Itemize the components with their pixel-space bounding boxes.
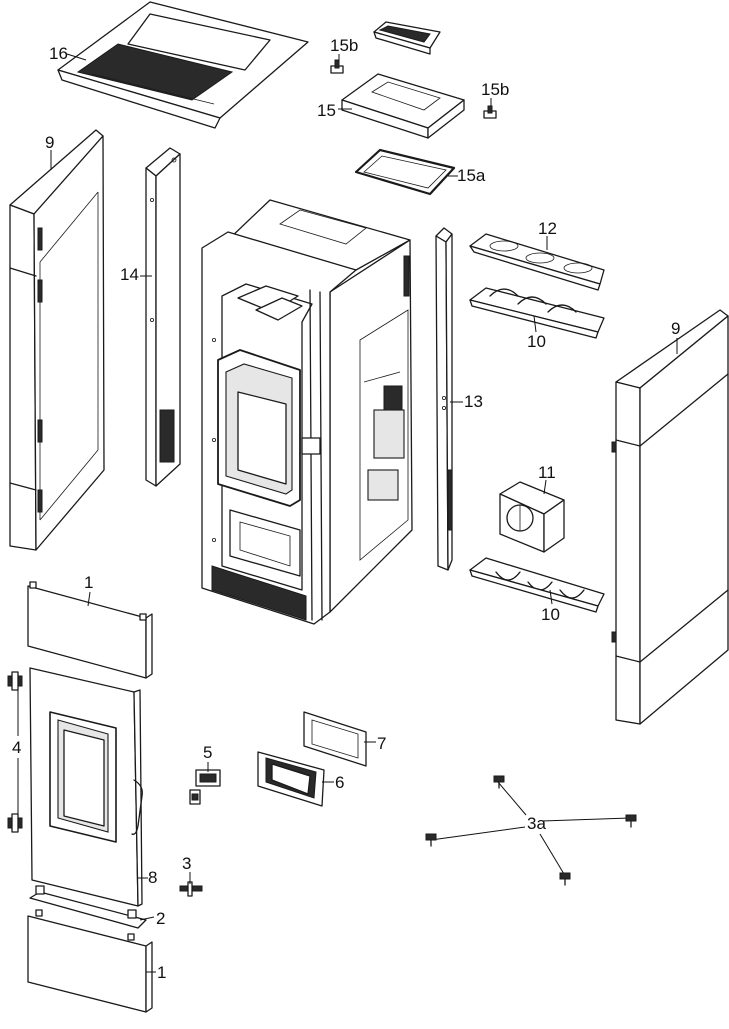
part-10-upper-support <box>469 287 605 339</box>
label-9-left: 9 <box>45 133 54 152</box>
label-1-lower: 1 <box>157 963 166 982</box>
label-7: 7 <box>377 734 386 753</box>
label-11: 11 <box>538 463 556 482</box>
part-10-lower-support <box>469 557 605 613</box>
part-7-plate <box>303 711 367 767</box>
part-1-upper-front-panel <box>27 581 153 679</box>
label-1-upper: 1 <box>84 573 93 592</box>
label-15b-right: 15b <box>481 80 509 99</box>
part-16-top-cover <box>57 1 309 129</box>
part-9-right-side-panel <box>611 309 729 725</box>
label-13: 13 <box>464 392 483 411</box>
part-8-feet <box>425 775 637 886</box>
part-13-right-rail <box>435 227 453 571</box>
label-3a: 3 <box>182 854 191 873</box>
label-15b-left: 15b <box>330 36 358 55</box>
part-14-left-rail <box>145 147 181 487</box>
foot-icon <box>425 833 437 847</box>
part-11-fan-housing <box>499 481 565 553</box>
part-15b-right-clip <box>483 105 497 119</box>
part-control-display <box>373 21 441 55</box>
label-10-upper: 10 <box>527 332 546 351</box>
foot-icon <box>625 814 637 828</box>
part-6-gasket-plate <box>257 751 325 807</box>
part-9-left-side-panel <box>9 129 105 551</box>
label-8: 3a <box>527 814 546 833</box>
label-3: 8 <box>148 868 157 887</box>
part-5-latch <box>189 769 221 805</box>
stove-main-body <box>201 199 413 625</box>
label-10-lower: 10 <box>541 605 560 624</box>
label-5: 5 <box>203 743 212 762</box>
label-6: 6 <box>335 773 344 792</box>
label-12: 12 <box>538 219 557 238</box>
label-15a: 15a <box>457 166 486 185</box>
label-9-right: 9 <box>671 319 680 338</box>
part-15-control-housing <box>341 73 465 139</box>
part-3-door <box>29 667 143 907</box>
part-15b-left-clip <box>330 59 344 74</box>
foot-icon <box>559 872 571 886</box>
part-3a-pin <box>179 881 203 897</box>
label-2: 2 <box>156 909 165 928</box>
part-12-bracket <box>469 233 605 291</box>
label-15: 15 <box>317 101 336 120</box>
part-4-hinges <box>7 671 23 833</box>
part-2-trim <box>29 885 147 929</box>
part-15a-gasket <box>354 148 456 196</box>
part-1-lower-front-panel <box>27 909 153 1013</box>
label-16: 16 <box>49 44 68 63</box>
foot-icon <box>493 775 505 789</box>
label-14: 14 <box>120 265 139 284</box>
label-4: 4 <box>12 738 21 757</box>
